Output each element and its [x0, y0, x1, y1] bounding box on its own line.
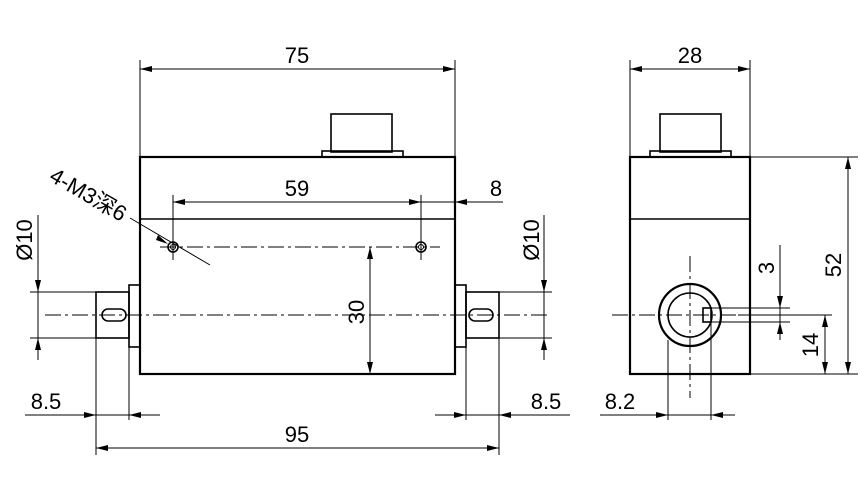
dim-3-label: 3 — [754, 262, 779, 274]
dim-95: 95 — [96, 422, 499, 451]
dim-59-label: 59 — [285, 176, 309, 201]
dim-8-5-right: 8.5 — [435, 338, 570, 455]
dim-30-label: 30 — [344, 300, 369, 324]
side-connector-top — [659, 113, 722, 153]
dim-75: 75 — [139, 43, 456, 157]
dim-52: 52 — [750, 156, 858, 375]
left-bearing-ring — [128, 284, 141, 348]
dim-28: 28 — [629, 43, 751, 157]
dim-95-label: 95 — [285, 422, 309, 447]
right-bearing-ring — [454, 284, 467, 348]
dim-8-5-right-label: 8.5 — [531, 389, 562, 414]
dim-75-label: 75 — [285, 43, 309, 68]
dim-8-5-left: 8.5 — [25, 338, 160, 455]
dim-8-5-left-label: 8.5 — [31, 389, 62, 414]
dim-dia-right-label: Ø10 — [519, 219, 544, 261]
dim-8: 8 — [421, 176, 503, 205]
dim-8-2-label: 8.2 — [605, 389, 636, 414]
side-view — [612, 113, 752, 398]
dim-28-label: 28 — [678, 43, 702, 68]
dim-14-label: 14 — [798, 333, 823, 357]
thread-note: 4-M3深6 — [46, 163, 211, 266]
dim-dia-left: Ø10 — [12, 215, 96, 360]
dim-8-2: 8.2 — [600, 322, 735, 420]
dim-52-label: 52 — [821, 253, 846, 277]
dim-59: 59 — [172, 176, 456, 260]
dim-dia-right: Ø10 — [499, 215, 552, 360]
dim-3: 3 — [711, 245, 790, 340]
thread-note-label: 4-M3深6 — [46, 163, 132, 227]
dim-30: 30 — [344, 247, 373, 374]
connector-top — [330, 113, 393, 153]
front-view — [45, 113, 550, 376]
main-body — [138, 155, 457, 376]
dim-14: 14 — [738, 314, 832, 374]
dim-dia-left-label: Ø10 — [12, 219, 37, 261]
dim-8-label: 8 — [490, 176, 502, 201]
